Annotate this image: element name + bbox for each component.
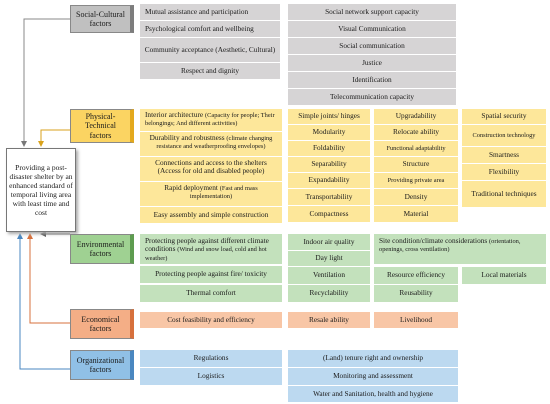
physical-item-main: Durability and robustness — [149, 133, 225, 142]
physical-item: Upgradability — [374, 109, 458, 124]
category-environmental: Environmental factors — [70, 234, 134, 264]
arrow-social — [21, 18, 70, 147]
organizational-item: Regulations — [140, 350, 282, 367]
physical-item: Traditional techniques — [462, 181, 546, 207]
arrow-economical — [27, 233, 70, 324]
physical-item: Compactness — [288, 206, 370, 222]
physical-item-main: Rapid deployment — [164, 183, 218, 192]
physical-item: Durability and robustness (climate chang… — [140, 132, 282, 156]
physical-item: Structure — [374, 157, 458, 172]
social-item: Social communication — [288, 38, 456, 54]
organizational-item: Water and Sanitation, health and hygiene — [288, 386, 458, 402]
organizational-item: (Land) tenure right and ownership — [288, 350, 458, 367]
physical-item: Separability — [288, 157, 370, 172]
physical-item: Expandability — [288, 173, 370, 188]
environmental-item: Recyclability — [288, 285, 370, 302]
environmental-item-main: Protecting people against different clim… — [145, 236, 269, 254]
organizational-item: Logistics — [140, 368, 282, 385]
physical-item: Density — [374, 189, 458, 205]
environmental-item-main: Site condition/climate considerations — [379, 236, 488, 245]
physical-item: Simple joints/ hinges — [288, 109, 370, 124]
environmental-item: Local materials — [462, 267, 546, 284]
organizational-item: Monitoring and assessment — [288, 368, 458, 385]
physical-item: Connections and access to the shelters (… — [140, 157, 282, 181]
category-social-cultural: Social-Cultural factors — [70, 5, 134, 33]
physical-item-sub: (Fast and mass implementation) — [189, 185, 258, 201]
category-physical-technical: Physical-Technical factors — [70, 109, 134, 143]
environmental-item: Site condition/climate considerations (o… — [374, 234, 546, 264]
environmental-item: Indoor air quality — [288, 234, 370, 250]
physical-item: Smartness — [462, 147, 546, 163]
physical-item: Modularity — [288, 125, 370, 140]
environmental-item: Resource efficiency — [374, 267, 458, 284]
social-item: Community acceptance (Aesthetic, Cultura… — [140, 38, 280, 62]
social-item: Identification — [288, 72, 456, 88]
physical-item: Functional adaptability — [374, 141, 458, 156]
goal-box: Providing a post-disaster shelter by an … — [6, 148, 76, 232]
physical-item-main: Connections and access to the shelters — [155, 158, 267, 167]
category-economical: Economical factors — [70, 309, 134, 339]
social-item: Justice — [288, 55, 456, 71]
physical-item-sub: (climate changing resistance and weather… — [156, 135, 273, 151]
physical-item: Easy assembly and simple construction — [140, 207, 282, 223]
physical-item: Rapid deployment (Fast and mass implemen… — [140, 182, 282, 206]
social-item: Telecommunication capacity — [288, 89, 456, 105]
physical-item: Transportability — [288, 189, 370, 205]
social-item: Visual Communication — [288, 21, 456, 37]
social-item: Mutual assistance and participation — [140, 4, 280, 20]
physical-item-sub: (Access for old and disabled people) — [157, 166, 265, 176]
economical-item: Resale ability — [288, 312, 370, 328]
economical-item: Livelihood — [374, 312, 458, 328]
physical-item: Interior architecture (Capacity for peop… — [140, 109, 282, 131]
physical-item: Flexibility — [462, 164, 546, 180]
physical-item: Relocate ability — [374, 125, 458, 140]
environmental-item: Ventilation — [288, 267, 370, 284]
physical-item: Foldability — [288, 141, 370, 156]
social-item: Respect and dignity — [140, 63, 280, 79]
environmental-item: Protecting people against fire/ toxicity — [140, 266, 282, 283]
environmental-item-sub: (orientation, openings, cross ventilatio… — [379, 238, 521, 254]
arrow-organizational — [17, 233, 70, 370]
environmental-item: Protecting people against different clim… — [140, 234, 282, 264]
environmental-item: Thermal comfort — [140, 285, 282, 302]
environmental-item-sub: (Wind and snow load, cold and hot weathe… — [145, 246, 267, 262]
physical-item: Providing private area — [374, 173, 458, 188]
category-organizational: Organizational factors — [70, 350, 134, 380]
physical-item-main: Interior architecture — [145, 110, 204, 119]
physical-item: Spatial security — [462, 109, 546, 124]
social-item: Social network support capacity — [288, 4, 456, 20]
physical-item-sub: (Capacity for people; Their belongings; … — [145, 112, 275, 128]
physical-item: Construction technology — [462, 125, 546, 146]
economical-item: Cost feasibility and efficiency — [140, 312, 282, 328]
social-item: Psychological comfort and wellbeing — [140, 21, 280, 37]
physical-item: Material — [374, 206, 458, 222]
environmental-item: Reusability — [374, 285, 458, 302]
arrow-physical — [38, 129, 70, 147]
environmental-item: Day light — [288, 251, 370, 266]
